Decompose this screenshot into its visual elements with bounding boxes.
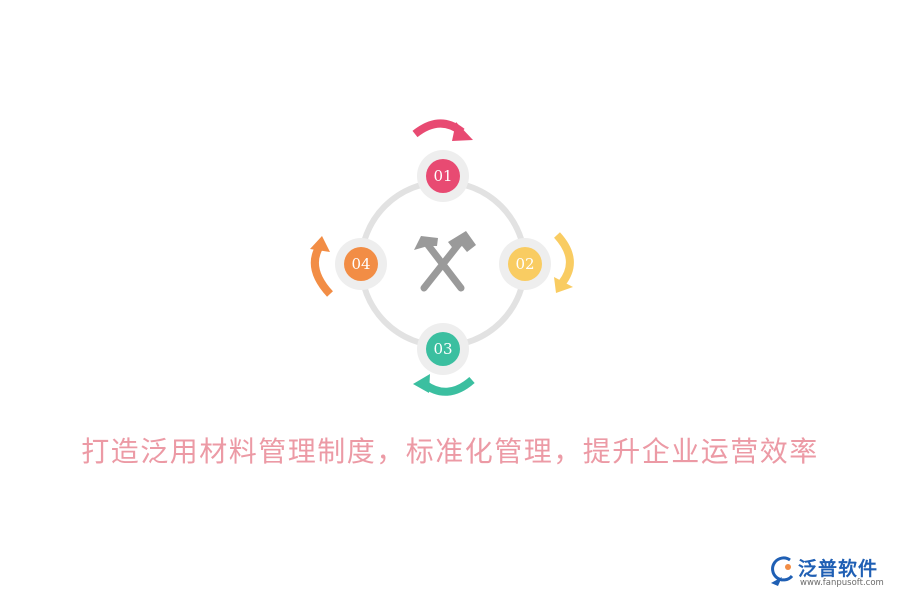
step-label-01: 01 — [433, 167, 452, 185]
step-label-04: 04 — [351, 255, 370, 273]
caption-text: 打造泛用材料管理制度，标准化管理，提升企业运营效率 — [81, 435, 819, 468]
arrow-head-step-03 — [413, 374, 430, 393]
step-node-01: 01 — [417, 150, 469, 202]
step-node-03: 03 — [417, 323, 469, 375]
arrow-head-step-04 — [310, 236, 330, 252]
arrow-step-02 — [553, 232, 574, 286]
step-node-04: 04 — [335, 238, 387, 290]
arrow-head-step-02 — [554, 277, 573, 293]
hammer-and-pick-icon — [414, 231, 476, 292]
step-circle-02 — [508, 247, 542, 281]
brand-name: 泛普软件 — [798, 558, 879, 580]
arrow-step-03 — [420, 376, 475, 396]
brand-url: www.fanpusoft.com — [800, 578, 884, 588]
step-label-03: 03 — [433, 340, 452, 358]
brand-mark-icon — [771, 556, 794, 586]
step-node-02: 02 — [499, 238, 551, 290]
arrow-step-04 — [310, 243, 334, 297]
step-circle-01 — [426, 159, 460, 193]
step-circle-03 — [426, 332, 460, 366]
arrow-head-step-01 — [452, 122, 473, 141]
step-label-02: 02 — [515, 255, 534, 273]
brand-logo: 泛普软件 www.fanpusoft.com — [768, 552, 892, 592]
step-circle-04 — [344, 247, 378, 281]
